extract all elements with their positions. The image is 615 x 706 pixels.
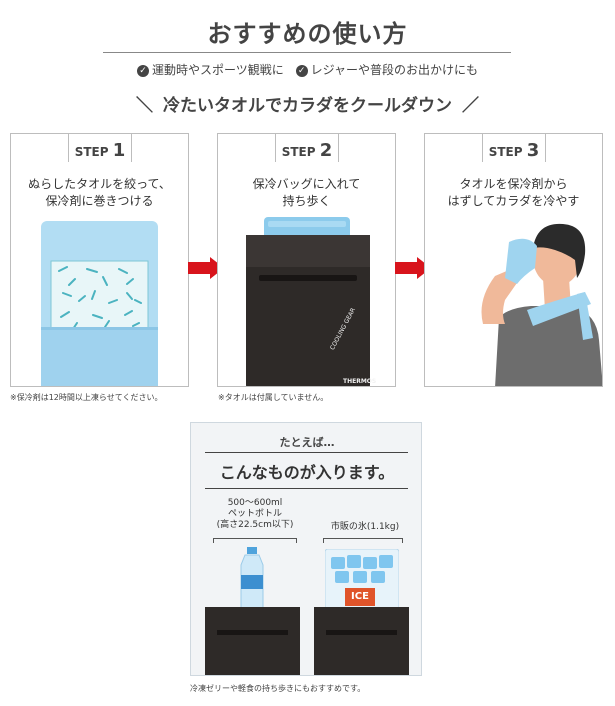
step-description-line: 保冷バッグに入れて [252, 177, 361, 191]
slash-decoration-left: ＼ [136, 96, 153, 116]
step-card-3: STEP 3 タオルを保冷剤から はずしてカラダを冷やす [424, 133, 603, 387]
step-description-line: ぬらしたタオルを絞って、 [28, 177, 171, 191]
ice-pack-icon [50, 260, 149, 334]
towel-icon [505, 238, 537, 284]
brand-logo: THERMOS [343, 378, 377, 385]
cooler-bag-icon [205, 607, 300, 675]
bottle-label-line: ペットボトル [227, 509, 282, 519]
ice-label: 市販の氷(1.1kg) [330, 522, 400, 532]
example-divider [205, 488, 408, 489]
bottle-label: 500～600ml ペットボトル (高さ22.5cm以下) [199, 498, 311, 531]
step-tab-3: STEP 3 [482, 134, 546, 162]
step-description-line: 持ち歩く [282, 194, 331, 208]
step-label: STEP [281, 145, 316, 159]
example-divider [205, 452, 408, 453]
step-description-line: 保冷剤に巻きつける [45, 194, 154, 208]
ice-label-bracket [323, 538, 403, 543]
usage-scene: ✓運動時やスポーツ観戦に [137, 61, 284, 78]
check-icon: ✓ [295, 65, 308, 77]
step-label: STEP [488, 145, 523, 159]
title-divider [103, 52, 511, 53]
ice-tag: ICE [345, 588, 375, 606]
usage-scene-label: レジャーや普段のお出かけにも [310, 63, 478, 77]
towel-fold [41, 327, 158, 386]
right-arrow-icon [395, 257, 431, 279]
step-tab-2: STEP 2 [275, 134, 339, 162]
usage-scene: ✓レジャーや普段のお出かけにも [295, 61, 478, 78]
subtitle-text: 冷たいタオルでカラダをクールダウン [163, 96, 452, 116]
example-heading-small: たとえば… [279, 436, 335, 449]
towel-wrapped-ice-pack-icon [41, 221, 158, 386]
cooler-bag-icon [246, 217, 370, 386]
step-card-2: STEP 2 保冷バッグに入れて 持ち歩く COOLING GEAR THERM… [217, 133, 396, 387]
step-note-2: ※タオルは付属していません。 [218, 393, 329, 402]
slash-decoration-right: ／ [462, 96, 479, 116]
right-arrow-icon [188, 257, 224, 279]
step-description-line: はずしてカラダを冷やす [447, 194, 580, 208]
step-card-1: STEP 1 ぬらしたタオルを絞って、 保冷剤に巻きつける [10, 133, 189, 387]
step-number: 1 [112, 140, 126, 161]
step-description: タオルを保冷剤から はずしてカラダを冷やす [425, 176, 602, 210]
usage-scenes: ✓運動時やスポーツ観戦に ✓レジャーや普段のお出かけにも [0, 61, 615, 78]
bottle-icon [240, 547, 264, 611]
step-description: ぬらしたタオルを絞って、 保冷剤に巻きつける [11, 176, 188, 210]
check-icon: ✓ [137, 65, 149, 77]
step-description-line: タオルを保冷剤から [459, 177, 568, 191]
example-heading: こんなものが入ります。 [219, 463, 395, 482]
step-label: STEP [74, 145, 109, 159]
footer-note: 冷凍ゼリーや軽食の持ち歩きにもおすすめです。 [190, 684, 366, 693]
page-title: おすすめの使い方 [207, 20, 408, 48]
step-description: 保冷バッグに入れて 持ち歩く [218, 176, 395, 210]
bottle-label-line: 500～600ml [227, 498, 283, 508]
step-number: 2 [319, 140, 333, 161]
step-note-1: ※保冷剤は12時間以上凍らせてください。 [10, 393, 163, 402]
step-tab-1: STEP 1 [68, 134, 132, 162]
page-subtitle: ＼ 冷たいタオルでカラダをクールダウン ／ [0, 91, 615, 116]
cooler-bag-icon [314, 607, 409, 675]
bottle-label-bracket [213, 538, 297, 543]
usage-scene-label: 運動時やスポーツ観戦に [152, 63, 284, 77]
example-box: たとえば… こんなものが入ります。 500～600ml ペットボトル (高さ22… [190, 422, 422, 676]
bottle-label-line: (高さ22.5cm以下) [216, 520, 294, 530]
ice-bag-icon [325, 549, 399, 609]
step-number: 3 [526, 140, 540, 161]
person-with-towel-icon [481, 223, 602, 386]
